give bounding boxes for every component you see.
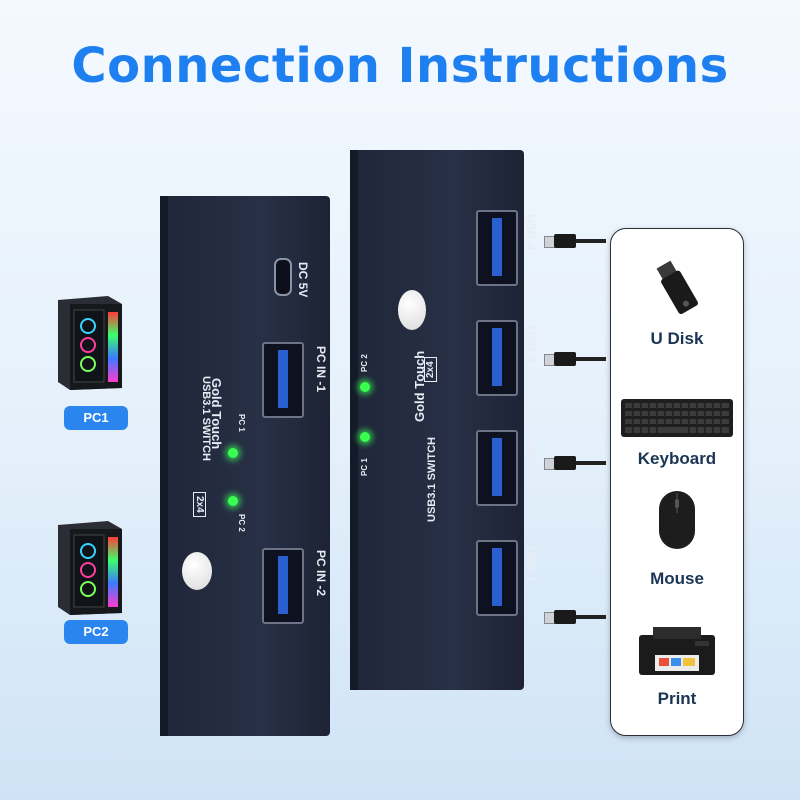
- left-switch-side: [160, 196, 168, 736]
- right-switch-side: [350, 150, 358, 690]
- usb-2-port-tongue: [492, 438, 502, 496]
- page-title: Connection Instructions: [71, 38, 729, 94]
- usb-plug: [554, 456, 576, 470]
- right-switch-button[interactable]: [398, 290, 426, 330]
- usb-3-port: [476, 320, 518, 396]
- usb-drive-icon: [655, 259, 699, 317]
- left-switch-body: DC 5V PC IN -1 PC IN -2 Gold Touch USB3.…: [160, 196, 330, 736]
- device-label-mouse: Mouse: [650, 569, 704, 588]
- usb-4-port: [476, 210, 518, 286]
- pc-in-2-port: [262, 548, 304, 624]
- usb-cable-wire: [576, 239, 606, 243]
- usb-cable-wire: [576, 357, 606, 361]
- pc1-computer-icon: [48, 290, 128, 395]
- usb-4-label: USB-4: [524, 214, 538, 251]
- usb-1-port-tongue: [492, 548, 502, 606]
- usb-2-label: USB-2: [524, 436, 538, 473]
- right-badge-label: 2x4: [424, 357, 437, 382]
- pc-in-1-port: [262, 342, 304, 418]
- pc2-tag: PC2: [64, 620, 128, 644]
- right-led-pc1: [360, 432, 370, 442]
- usb-1-label: USB-1: [524, 546, 538, 583]
- usb-cable-wire: [576, 461, 606, 465]
- device-panel: U Disk Keyboard: [610, 228, 744, 736]
- pc-in-2-port-tongue: [278, 556, 288, 614]
- right-led-pc2: [360, 382, 370, 392]
- usb-3-label: USB-3: [524, 326, 538, 363]
- usb-plug: [554, 234, 576, 248]
- pc2-computer-icon: [48, 515, 128, 620]
- printer-icon: [633, 625, 721, 681]
- usb-plug: [554, 352, 576, 366]
- right-led-pc1-label: PC 1: [360, 458, 369, 476]
- left-switch-button[interactable]: [182, 552, 212, 590]
- usb-2-port: [476, 430, 518, 506]
- usb-plug: [554, 610, 576, 624]
- usb-cable-wire: [576, 615, 606, 619]
- left-led-pc1-label: PC 1: [237, 414, 246, 432]
- pc-in-2-label: PC IN -2: [314, 550, 328, 597]
- device-label-keyboard: Keyboard: [637, 449, 717, 468]
- right-led-pc2-label: PC 2: [360, 354, 369, 372]
- pc-in-1-label: PC IN -1: [314, 346, 328, 393]
- left-led-pc1: [228, 448, 238, 458]
- right-model-label: USB3.1 SWITCH: [426, 437, 438, 522]
- usb-1-port: [476, 540, 518, 616]
- device-label-print: Print: [657, 689, 697, 708]
- pc-in-1-port-tongue: [278, 350, 288, 408]
- usb-4-port-tongue: [492, 218, 502, 276]
- keyboard-icon: [621, 399, 733, 437]
- right-switch-body: USB-4 USB-3 USB-2 USB-1 Gold Touch USB3.…: [350, 150, 538, 690]
- left-model-label: USB3.1 SWITCH: [200, 376, 212, 461]
- device-label-udisk: U Disk: [650, 329, 704, 348]
- dc-port-label: DC 5V: [296, 262, 310, 298]
- mouse-icon: [657, 489, 697, 551]
- usb-3-port-tongue: [492, 328, 502, 386]
- left-led-pc2-label: PC 2: [237, 514, 246, 532]
- dc-port: [274, 258, 292, 296]
- pc1-tag: PC1: [64, 406, 128, 430]
- left-badge-label: 2x4: [193, 492, 206, 517]
- left-led-pc2: [228, 496, 238, 506]
